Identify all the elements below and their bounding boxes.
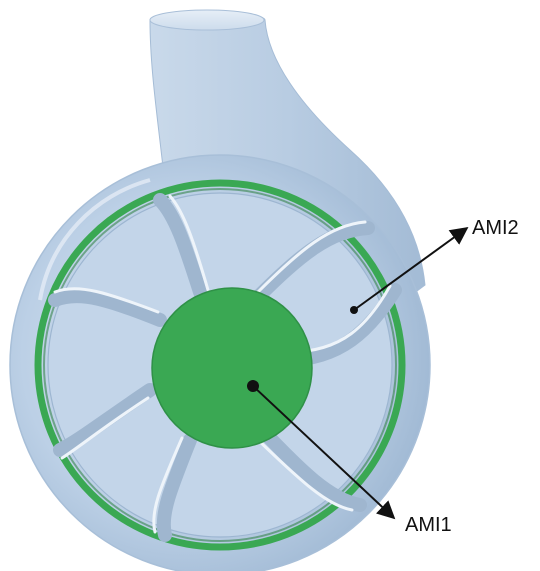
ami2-label: AMI2 xyxy=(472,217,519,239)
ami1-label: AMI1 xyxy=(405,514,452,536)
ami1-interface-disc xyxy=(152,288,312,448)
discharge-opening xyxy=(150,10,264,30)
